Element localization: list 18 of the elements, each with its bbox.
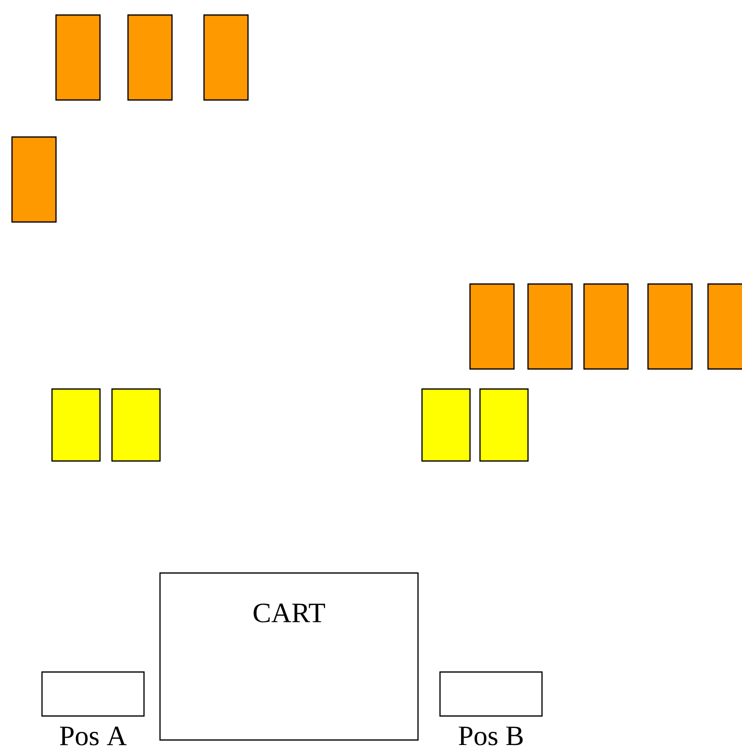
block: [421, 388, 471, 462]
block: [11, 136, 57, 223]
block: [55, 14, 101, 101]
cart-box: CART: [159, 572, 419, 741]
block: [527, 283, 573, 370]
position-box: Pos A: [41, 671, 145, 746]
block: [479, 388, 529, 462]
block: [583, 283, 629, 370]
node-label: Pos A: [60, 726, 127, 746]
block: [647, 283, 693, 370]
block: [707, 283, 742, 370]
block: [111, 388, 161, 462]
block: [127, 14, 173, 101]
block: [51, 388, 101, 462]
position-box: Pos B: [439, 671, 543, 746]
node-label: Pos B: [458, 726, 523, 746]
block: [203, 14, 249, 101]
block: [469, 283, 515, 370]
